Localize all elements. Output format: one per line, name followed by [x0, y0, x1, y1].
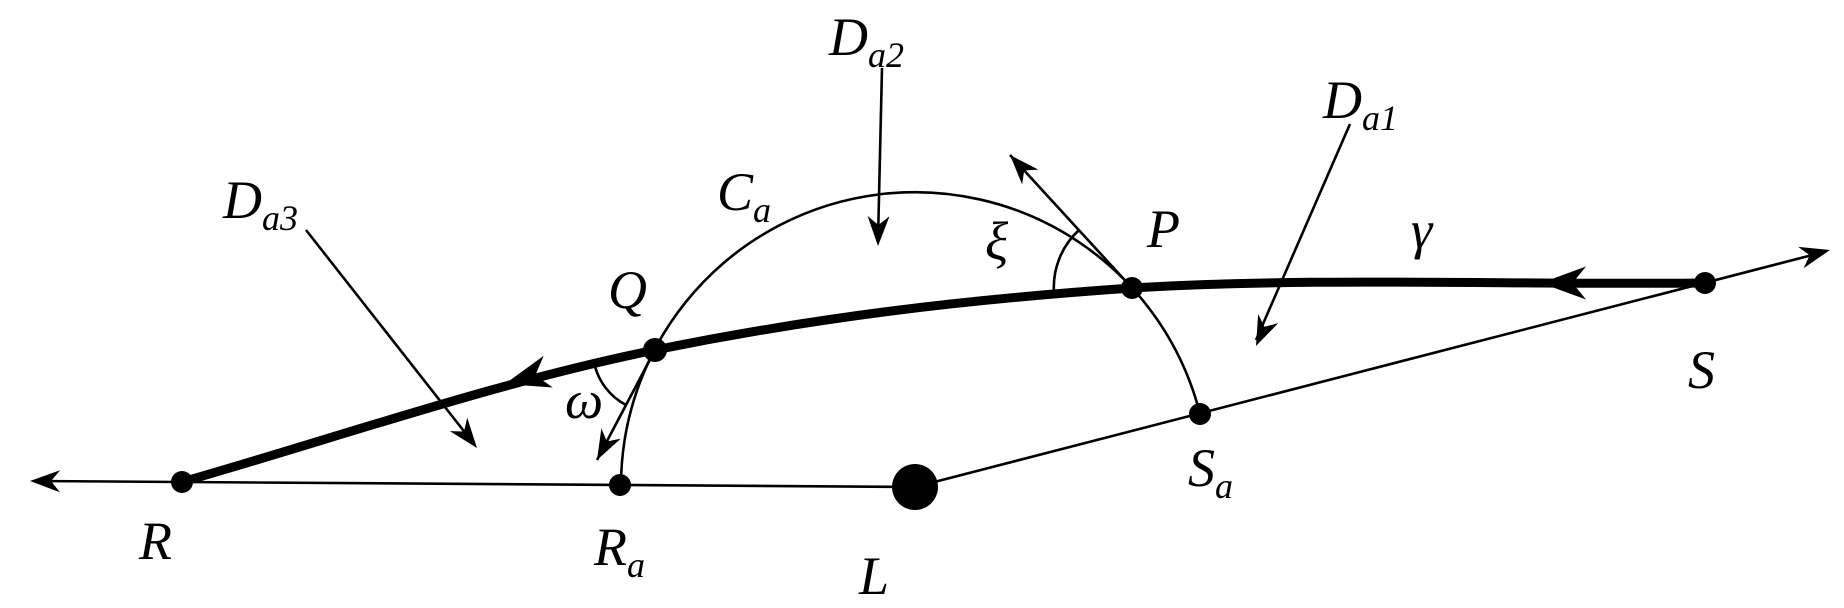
source-direction-line [914, 250, 1825, 489]
point-R [171, 471, 193, 493]
label-gamma: γ [1411, 200, 1434, 260]
point-S-source [1694, 272, 1716, 294]
light-ray-curve-gamma [177, 277, 1710, 487]
point-L-lens [892, 464, 938, 510]
label-Da2: Da2 [828, 7, 904, 75]
distance-arrow-Da2-line [876, 67, 884, 241]
label-P: P [1146, 199, 1180, 259]
label-R: R [138, 511, 172, 571]
Da1-arrowhead [1245, 314, 1279, 351]
source-line-arrowhead [1798, 239, 1833, 269]
tangent-Q-arrowhead [587, 428, 621, 466]
point-Q [643, 338, 667, 362]
label-Sa: Sa [1188, 438, 1233, 506]
label-L: L [858, 546, 889, 606]
tangent-ray-at-P [1009, 154, 1133, 289]
label-omega: ω [565, 370, 603, 430]
distance-arrow-Da1-line [1254, 123, 1352, 341]
optical-axis-line [35, 479, 916, 489]
angle-arc-omega [592, 361, 627, 407]
angle-arc-xi [1052, 229, 1080, 294]
label-Ra: Ra [593, 517, 645, 585]
point-Sa [1189, 403, 1211, 425]
label-Da3: Da3 [222, 170, 298, 238]
distance-arrow-Da3-line [304, 229, 476, 445]
label-xi: ξ [985, 211, 1009, 271]
label-S: S [1688, 340, 1715, 400]
Da3-arrowhead [449, 417, 486, 455]
point-Ra [609, 474, 631, 496]
label-Da1: Da1 [1322, 70, 1398, 138]
point-P [1121, 277, 1143, 299]
label-Q: Q [608, 260, 647, 320]
label-Ca: Ca [717, 162, 771, 230]
